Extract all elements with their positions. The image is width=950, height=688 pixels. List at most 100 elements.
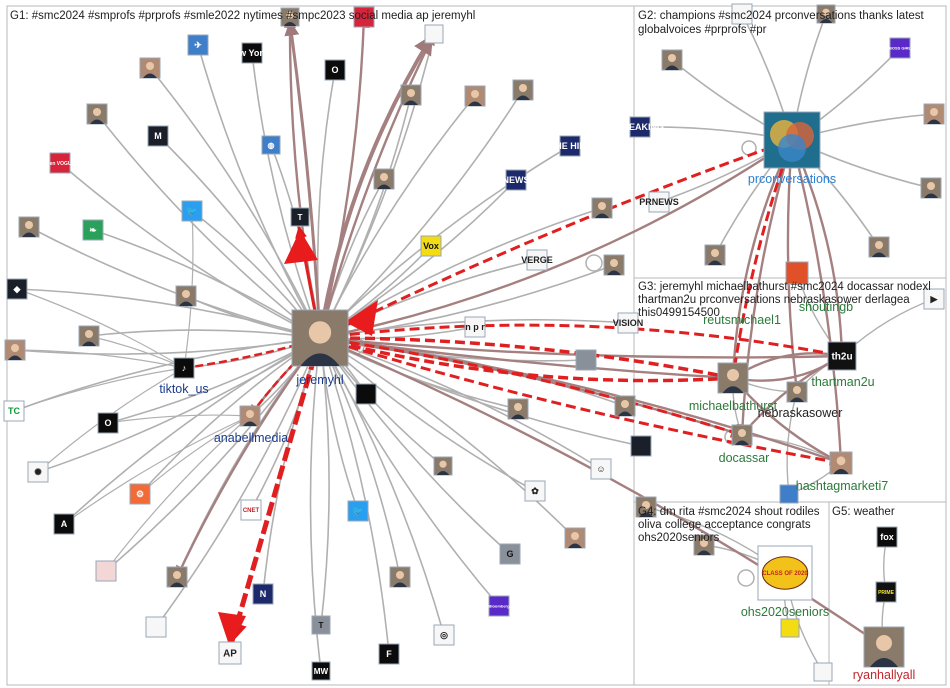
green-leaf-node[interactable]: ❧ <box>82 219 104 241</box>
prnews-node[interactable]: PRNEWS <box>639 191 679 213</box>
tiktok-node[interactable]: ♪ <box>173 357 195 379</box>
portrait-node-28[interactable] <box>923 103 945 125</box>
portrait-node-30[interactable] <box>868 236 890 258</box>
edge <box>319 137 794 340</box>
portrait-node-27[interactable] <box>816 4 836 24</box>
portrait-node-34[interactable] <box>813 662 833 682</box>
techcrunch-node[interactable]: TC <box>3 400 25 422</box>
hubspot-node[interactable]: ⚙ <box>129 483 151 505</box>
prime-node[interactable]: PRIME <box>875 581 897 603</box>
atlantic-node[interactable]: A <box>53 513 75 535</box>
hashtagmarketi7-node[interactable] <box>829 451 853 475</box>
portrait-node-17[interactable] <box>575 349 597 371</box>
cartoon-node[interactable]: ☺ <box>590 458 612 480</box>
small-node-g3[interactable] <box>779 484 799 504</box>
portrait-node-31[interactable] <box>704 244 726 266</box>
teen-vogue-node[interactable]: teen VOGUE <box>45 152 76 174</box>
o-logo-node-2[interactable]: O <box>97 412 119 434</box>
twitter-node-2-logo-text: 🐦 <box>352 506 363 516</box>
cnet-node[interactable]: CNET <box>240 499 262 521</box>
portrait-node-15[interactable] <box>18 216 40 238</box>
nyt-node-low[interactable]: T <box>311 615 331 635</box>
portrait-node-24[interactable] <box>630 435 652 457</box>
fortune-node[interactable]: F <box>378 643 400 665</box>
weather-node-1[interactable]: fox <box>876 526 898 548</box>
bird-blue-node[interactable]: ✈ <box>187 34 209 56</box>
dark-logo-node[interactable]: ◆ <box>6 278 28 300</box>
th2u-node[interactable]: th2u <box>827 341 857 371</box>
shoutingb-node[interactable] <box>785 261 809 285</box>
portrait-node-32[interactable] <box>635 496 657 518</box>
portrait-node-8[interactable] <box>512 79 534 101</box>
portrait-node-22[interactable] <box>564 527 586 549</box>
youtube-node[interactable]: ▶ <box>923 288 945 310</box>
face-shape <box>876 635 892 651</box>
ap-node[interactable]: AP <box>218 641 242 665</box>
pattern-node[interactable] <box>95 560 117 582</box>
nbc-node[interactable]: ✿ <box>524 480 546 502</box>
nyt-node-top[interactable]: T <box>290 207 310 227</box>
burst-node[interactable]: ✺ <box>27 461 49 483</box>
portrait-node-16[interactable] <box>166 566 188 588</box>
breaking-node[interactable]: BREAKING <box>616 116 664 138</box>
npr-node[interactable]: n p r <box>464 316 486 338</box>
class-of-2020-node[interactable]: CLASS OF 2020 <box>757 545 813 601</box>
prconversations-node[interactable] <box>763 111 821 169</box>
node-labels: jeremyhl tiktok_us anabellmedia prconver… <box>159 172 915 682</box>
portrait-node-25[interactable] <box>661 49 683 71</box>
portrait-node-4[interactable] <box>353 6 375 28</box>
portrait-node-33[interactable] <box>693 534 715 556</box>
nbc-news-node[interactable]: NEWS <box>503 169 530 191</box>
jeremyhl-node[interactable] <box>291 309 349 367</box>
edge <box>37 337 321 474</box>
youtube-node-tile <box>923 288 945 310</box>
portrait-node-14[interactable] <box>4 339 26 361</box>
new-yorker-node[interactable]: New Yorker <box>228 42 277 64</box>
portrait-node-9[interactable] <box>373 168 395 190</box>
gizmodo-node[interactable]: G <box>499 543 521 565</box>
circle-logo-node[interactable]: ◎ <box>433 624 455 646</box>
portrait-node-5[interactable] <box>424 24 444 44</box>
globe-node[interactable]: ◍ <box>261 135 281 155</box>
anabellmedia-node[interactable] <box>239 405 261 427</box>
nebraskasower-node[interactable] <box>786 381 808 403</box>
portrait-node-11[interactable] <box>603 254 625 276</box>
twitter-node-1[interactable]: 🐦 <box>181 200 203 222</box>
vision-node[interactable]: VISION <box>613 312 644 334</box>
edge <box>63 415 251 525</box>
portrait-node-20[interactable] <box>614 395 636 417</box>
boss-girl-node[interactable]: BOSS GIRL <box>889 37 912 59</box>
portrait-node-7[interactable] <box>464 85 486 107</box>
portrait-node-3[interactable] <box>280 7 300 27</box>
the-hill-node[interactable]: THE HILL <box>550 135 591 157</box>
portrait-node-10[interactable] <box>591 197 613 219</box>
portrait-node-12[interactable] <box>175 285 197 307</box>
portrait-node-19[interactable] <box>507 398 529 420</box>
m-logo-node[interactable]: M <box>147 125 169 147</box>
nebraska-n-node[interactable]: N <box>252 583 274 605</box>
node-label-ryanhallyall: ryanhallyall <box>853 668 916 682</box>
portrait-node-13[interactable] <box>78 325 100 347</box>
portrait-node-23[interactable] <box>389 566 411 588</box>
ryanhallyall-node[interactable] <box>863 626 905 668</box>
portrait-node-6[interactable] <box>400 84 422 106</box>
portrait-node-1[interactable] <box>139 57 161 79</box>
vox-node[interactable]: Vox <box>420 235 442 257</box>
portrait-node-26[interactable] <box>731 3 753 25</box>
o-logo-node-1[interactable]: O <box>324 59 346 81</box>
mw-node[interactable]: MW <box>311 661 331 681</box>
portrait-node-18[interactable] <box>355 383 377 405</box>
portrait-node-21[interactable] <box>433 456 453 476</box>
the-hill-node-tile <box>559 135 581 157</box>
nebraska-n-node-logo-text: N <box>260 589 267 599</box>
verge-node[interactable]: VERGE <box>521 249 553 271</box>
bloomberg-node[interactable]: Bloomberg <box>488 595 510 617</box>
docassar-node[interactable] <box>731 424 753 446</box>
drawing-node[interactable] <box>145 616 167 638</box>
yellow-note-node[interactable] <box>780 618 800 638</box>
twitter-node-2[interactable]: 🐦 <box>347 500 369 522</box>
shoulders-shape <box>607 270 621 275</box>
portrait-node-29[interactable] <box>920 177 942 199</box>
portrait-node-2[interactable] <box>86 103 108 125</box>
michaelbathurst-node[interactable] <box>717 362 749 394</box>
